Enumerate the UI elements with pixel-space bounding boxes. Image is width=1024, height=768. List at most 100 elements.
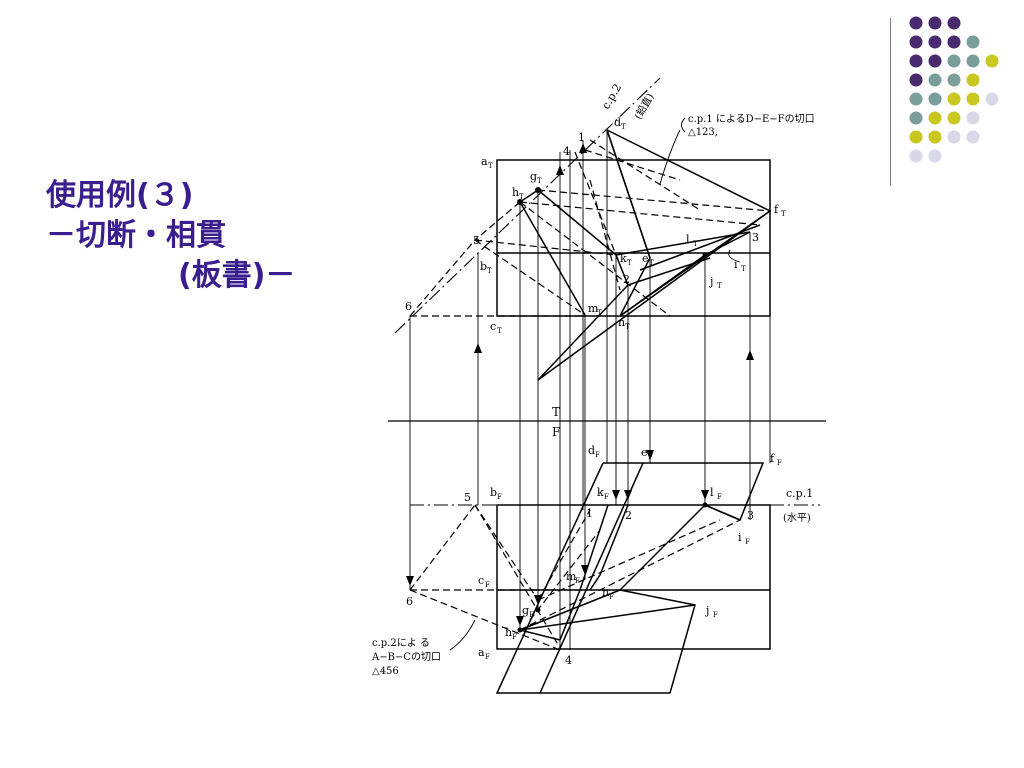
decorative-dot: [928, 35, 942, 49]
label-h-f: h: [505, 626, 512, 639]
decorative-dot: [909, 35, 923, 49]
label-i-t: i: [734, 258, 738, 271]
label-note-bot-2: A−B−Cの切口: [371, 651, 441, 663]
decorative-dot: [928, 130, 942, 144]
divider-line: [890, 18, 891, 186]
decorative-dot: [909, 54, 923, 68]
top-edge-j-n: [619, 254, 706, 317]
decorative-dot: [985, 54, 999, 68]
front-sheet-def: [495, 462, 765, 694]
label-vertical: (鉛直): [631, 91, 656, 122]
label-note-top-2: △123,: [688, 127, 718, 138]
label-1-t: 1: [578, 131, 585, 144]
label-note-top-1: c.p.1 によるD−E−Fの切口: [688, 113, 815, 125]
svg-text:T: T: [625, 323, 630, 331]
svg-text:F: F: [604, 493, 609, 501]
decorative-dot: [909, 111, 923, 125]
svg-text:T: T: [693, 240, 698, 248]
label-c-t: c: [490, 320, 496, 333]
decorative-dot: [909, 130, 923, 144]
decorative-dot: [947, 54, 961, 68]
svg-text:F: F: [529, 611, 534, 619]
svg-text:T: T: [741, 265, 746, 273]
decorative-dot: [985, 92, 999, 106]
svg-text:T: T: [717, 282, 722, 290]
svg-text:F: F: [512, 633, 517, 641]
svg-text:T: T: [519, 193, 524, 201]
svg-text:F: F: [648, 453, 653, 461]
decorative-dot: [909, 92, 923, 106]
decorative-dot: [928, 73, 942, 87]
label-view-t: T: [552, 405, 560, 419]
label-m-f: m: [566, 570, 577, 583]
title-line-1: 使用例(３): [46, 178, 194, 213]
label-3-f: 3: [747, 509, 754, 522]
decorative-dot: [966, 73, 980, 87]
svg-text:F: F: [485, 653, 490, 661]
decorative-dot: [947, 92, 961, 106]
svg-text:F: F: [497, 493, 502, 501]
label-horizontal: (水平): [783, 512, 811, 524]
label-m-t: m: [588, 302, 599, 315]
label-k-f: k: [597, 486, 604, 499]
svg-text:F: F: [717, 493, 722, 501]
label-k-t: k: [620, 252, 627, 265]
svg-text:F: F: [777, 459, 782, 467]
label-l-f: l: [710, 486, 714, 499]
label-a-t: a: [481, 155, 488, 168]
cp2-trace: [394, 77, 661, 334]
decorative-dot: [947, 16, 961, 30]
top-edge-jn2: [627, 257, 711, 286]
front-edge-m: [589, 504, 629, 591]
label-d-f: d: [588, 444, 595, 457]
label-g-f: g: [522, 604, 529, 617]
label-n-f: n: [602, 586, 609, 599]
decorative-dot: [928, 111, 942, 125]
decorative-dot: [966, 130, 980, 144]
svg-text:T: T: [487, 267, 492, 275]
label-view-f: F: [552, 425, 560, 439]
top-triangle-def: [606, 129, 772, 317]
decorative-dot: [909, 16, 923, 30]
decorative-dot: [966, 92, 980, 106]
top-edge-l-j: [704, 231, 751, 256]
svg-text:T: T: [621, 123, 626, 131]
label-g-t: g: [530, 170, 537, 183]
label-5-t: 5: [473, 234, 480, 247]
svg-text:T: T: [627, 259, 632, 267]
label-l-t: l: [686, 233, 690, 246]
title-line-3: (板書)－: [178, 258, 296, 293]
top-edge-h-m: [519, 201, 586, 316]
label-6-f: 6: [406, 595, 413, 608]
label-b-t: b: [480, 260, 487, 273]
top-edge-e-line: [606, 129, 651, 259]
svg-text:T: T: [781, 210, 786, 218]
top-edge-g-h: [519, 189, 539, 203]
label-4-t: 4: [563, 145, 570, 158]
label-h-t: h: [512, 186, 519, 199]
label-2-f: 2: [625, 509, 632, 522]
label-5-f: 5: [464, 491, 471, 504]
label-n-t: n: [618, 316, 625, 329]
label-cp1: c.p.1: [786, 487, 813, 500]
label-note-bot-1: c.p.2によ る: [372, 637, 430, 649]
decorative-dot: [928, 92, 942, 106]
decorative-dot: [909, 149, 923, 163]
label-j-f: j: [704, 604, 709, 617]
label-4-f: 4: [565, 654, 572, 667]
label-e-f: e: [641, 446, 648, 459]
svg-text:T: T: [649, 259, 654, 267]
decorative-dot: [966, 35, 980, 49]
top-edge-cp: [537, 210, 771, 381]
svg-text:F: F: [485, 581, 490, 589]
label-f-f: f: [770, 452, 775, 465]
svg-text:T: T: [497, 327, 502, 335]
label-note-bot-3: △456: [372, 666, 399, 677]
svg-text:F: F: [575, 577, 580, 585]
decorative-dot: [909, 73, 923, 87]
label-a-f: a: [478, 646, 485, 659]
decorative-dot: [947, 111, 961, 125]
svg-text:T: T: [537, 177, 542, 185]
label-f-t: f: [774, 203, 779, 216]
